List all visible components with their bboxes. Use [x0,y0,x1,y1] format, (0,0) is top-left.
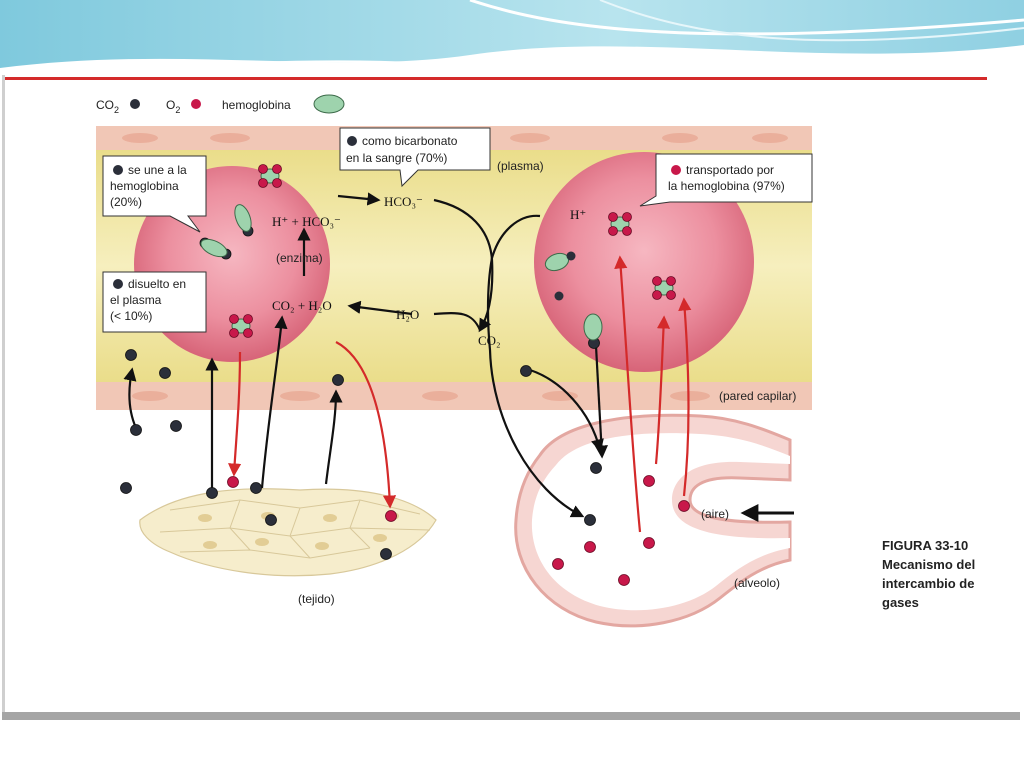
co2-flow-arrows [123,192,609,518]
hemoglobin-molecules [200,164,676,341]
o2-molecules [227,475,690,586]
svg-text:transportado por: transportado por [686,163,774,177]
figure-bottom-rule [2,712,1020,720]
co2-label: CO₂ [478,333,501,348]
svg-text:gases: gases [882,595,919,610]
legend-o2-dot [191,99,201,109]
svg-text:como bicarbonato: como bicarbonato [362,134,458,148]
tissue-label: (tejido) [298,592,335,606]
svg-text:(< 10%): (< 10%) [110,309,152,323]
alveolus [514,413,792,628]
callout-bicarbonate: como bicarbonato en la sangre (70%) [339,127,491,188]
svg-text:Mecanismo del: Mecanismo del [882,557,975,572]
h-plus-label: H⁺ [570,207,586,222]
hco3-label: HCO₃⁻ [384,194,423,209]
svg-text:intercambio de: intercambio de [882,576,974,591]
h2o-label: H₂O [396,307,419,322]
callout-binds-hemoglobin: se une a la hemoglobina (20%) [102,155,207,233]
svg-text:la hemoglobina (97%): la hemoglobina (97%) [668,179,785,193]
legend-hemoglobin-label: hemoglobina [222,98,291,112]
figure-caption: FIGURA 33-10 Mecanismo del intercambio d… [882,538,975,610]
tissue [139,488,437,577]
capillary-wall-label: (pared capilar) [719,389,796,403]
o2-flow-arrows [228,255,692,533]
alveolus-label: (alveolo) [734,576,780,590]
callout-dissolved: disuelto en el plasma (< 10%) [102,271,207,333]
h-plus-hco3: H⁺ + HCO₃⁻ [272,214,341,229]
chemistry-labels: H⁺ + HCO₃⁻ (enzima) CO₂ + H₂O HCO₃⁻ H₂O … [272,194,586,348]
figure-top-rule [5,77,987,80]
header-banner [0,0,1024,71]
region-labels: (plasma) (pared capilar) (tejido) (aire)… [298,159,796,606]
legend-co2-label: CO2 [96,98,119,115]
svg-text:(20%): (20%) [110,195,142,209]
legend-hemoglobin-shape [313,94,345,114]
svg-text:en la sangre (70%): en la sangre (70%) [346,151,447,165]
legend-co2-dot [130,99,140,109]
legend-o2-label: O2 [166,98,180,115]
figure-frame-left [2,75,5,715]
figure-number: FIGURA 33-10 [882,538,968,553]
air-label: (aire) [701,507,729,521]
svg-text:el plasma: el plasma [110,293,162,307]
legend: CO2 O2 hemoglobina [96,94,345,115]
enzyme-label: (enzima) [276,251,323,265]
plasma-label: (plasma) [497,159,544,173]
h2o-arrow [433,312,482,331]
svg-text:hemoglobina: hemoglobina [110,179,179,193]
svg-text:se une a la: se une a la [128,163,187,177]
co2-h2o: CO₂ + H₂O [272,298,332,313]
callout-transported: transportado por la hemoglobina (97%) [639,153,813,207]
svg-text:disuelto en: disuelto en [128,277,186,291]
